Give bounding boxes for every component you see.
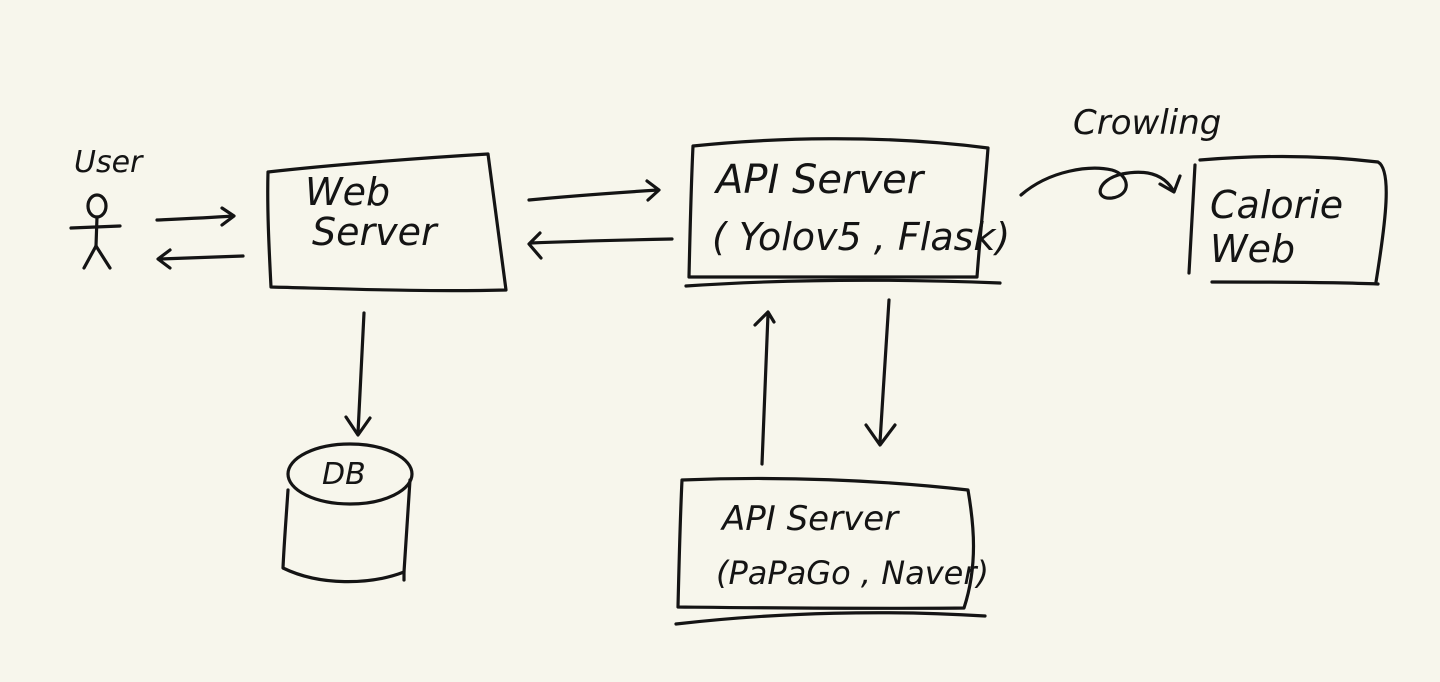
calorie-web-box xyxy=(1198,154,1388,284)
user-label: User xyxy=(74,145,144,180)
web-server-label-2: Server xyxy=(312,210,439,254)
person-icon xyxy=(69,193,122,270)
web-server-node: Web Server xyxy=(266,152,508,293)
api-server-secondary-box xyxy=(676,476,976,611)
secondary-to-main-api-arrow xyxy=(753,310,776,466)
database-node: DB xyxy=(281,442,414,584)
user-actor: User xyxy=(69,145,144,270)
api-server-secondary-label-1: API Server xyxy=(720,499,900,539)
api-server-secondary-node: API Server (PaPaGo , Naver) xyxy=(674,476,989,626)
crawling-label: Crowling xyxy=(1073,103,1221,143)
api-server-main-label-2: ( Yolov5 , Flask) xyxy=(712,215,1010,259)
web-to-db-arrow xyxy=(344,311,372,437)
web-server-box xyxy=(266,152,508,293)
calorie-web-label-1: Calorie xyxy=(1210,183,1343,227)
api-server-secondary-label-2: (PaPaGo , Naver) xyxy=(716,554,989,592)
api-to-web-arrow xyxy=(527,231,674,260)
calorie-web-node: Calorie Web xyxy=(1187,154,1388,286)
api-server-main-box xyxy=(687,137,990,279)
calorie-web-label-2: Web xyxy=(1210,227,1295,271)
main-to-secondary-api-arrow xyxy=(864,298,897,447)
database-body xyxy=(281,478,412,584)
web-server-label-1: Web xyxy=(305,170,390,214)
crawling-edge: Crowling xyxy=(1019,103,1221,200)
user-to-web-arrow xyxy=(155,206,236,227)
api-server-main-label-1: API Server xyxy=(713,157,926,203)
database-top xyxy=(286,442,414,506)
web-to-user-arrow xyxy=(156,248,245,270)
api-server-main-node: API Server ( Yolov5 , Flask) xyxy=(684,137,1010,288)
web-to-api-arrow xyxy=(527,179,661,202)
database-label: DB xyxy=(322,457,366,492)
